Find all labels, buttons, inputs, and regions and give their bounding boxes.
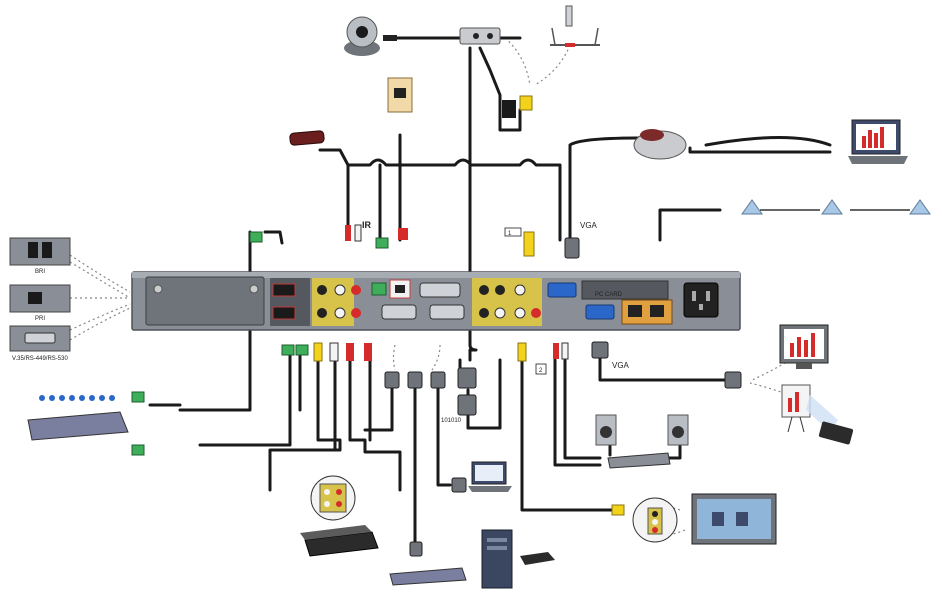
camera-icon xyxy=(344,16,397,56)
data-label: 101010 xyxy=(441,418,462,424)
mic-2-label: 2 xyxy=(539,368,543,374)
mic-stand-icon xyxy=(550,5,600,47)
vga-in-label: VGA xyxy=(580,221,598,230)
projector-icon xyxy=(781,384,854,445)
mouse-icon xyxy=(633,129,687,160)
monitor-icon xyxy=(779,324,829,369)
vcr-icon xyxy=(300,525,379,557)
tv-monitor-icon xyxy=(632,493,777,545)
ir-remote-icon xyxy=(289,130,325,146)
mic-1-label: 1 xyxy=(508,231,512,237)
phone-pod-icon xyxy=(741,199,931,215)
network-hub-icon xyxy=(27,395,129,441)
camera-adapter-icon xyxy=(459,27,501,45)
screw-icon xyxy=(249,284,259,294)
network-switch-icon xyxy=(389,567,467,586)
bri-label: BRI xyxy=(35,269,45,275)
rca-plugs xyxy=(313,224,625,516)
mic-connector-icon xyxy=(502,95,533,118)
power-socket-icon xyxy=(683,282,719,318)
pc-card-label: PC CARD xyxy=(595,292,623,298)
cables xyxy=(148,36,910,547)
av-jack-panel-icon xyxy=(310,475,356,521)
laptop-icon xyxy=(468,461,512,492)
serial-label: V.35/RS-449/RS-530 xyxy=(12,356,68,362)
screw-icon xyxy=(153,284,163,294)
laptop-icon xyxy=(848,119,908,164)
amplifier-icon xyxy=(607,452,671,469)
codec-chassis: PC CARD xyxy=(131,271,741,331)
isdn-module-pri: PRI xyxy=(9,284,71,322)
ir-label: IR xyxy=(362,220,372,230)
speaker-icon xyxy=(595,414,689,446)
wall-jack-icon xyxy=(387,77,413,113)
mic-plug-icon xyxy=(131,231,389,456)
serial-connectors xyxy=(384,237,742,557)
pc-tower-icon xyxy=(481,529,555,589)
vga-out-label: VGA xyxy=(612,361,630,370)
pri-label: PRI xyxy=(35,316,45,322)
isdn-module-bri: BRI xyxy=(9,237,71,275)
isdn-module-serial: V.35/RS-449/RS-530 xyxy=(9,325,71,362)
